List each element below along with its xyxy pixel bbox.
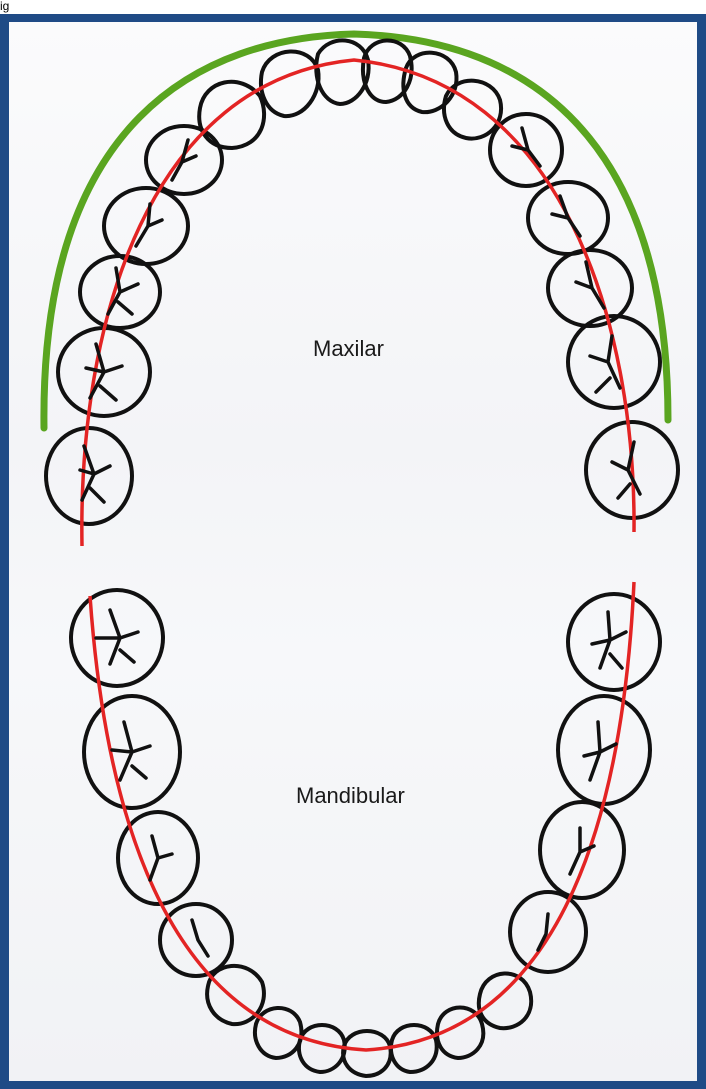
label-maxilar: Maxilar [313, 336, 384, 362]
dental-arch-diagram [9, 22, 697, 1081]
lower-tooth [343, 1031, 391, 1076]
figure-label: ig [0, 0, 30, 14]
lower-tooth [479, 973, 531, 1028]
lower-tooth [510, 892, 586, 972]
diagram-frame: Maxilar Mandibular [0, 14, 706, 1089]
lower-tooth [568, 594, 660, 690]
upper-tooth [568, 316, 660, 408]
upper-tooth [316, 40, 368, 104]
upper-tooth [46, 428, 132, 524]
label-mandibular: Mandibular [296, 783, 405, 809]
lower-teeth [71, 590, 660, 1076]
upper-tooth [403, 53, 456, 112]
lower-tooth [160, 904, 232, 976]
lower-tooth [391, 1025, 437, 1072]
